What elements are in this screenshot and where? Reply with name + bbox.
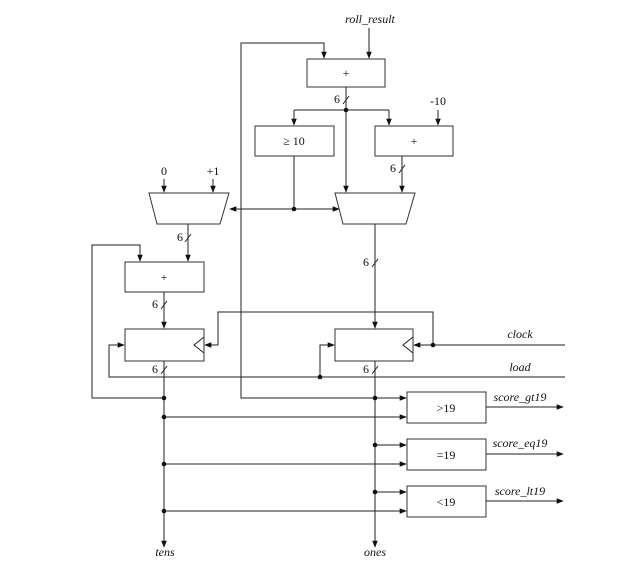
adder-right-label: + <box>411 134 418 148</box>
register-ones <box>334 328 414 362</box>
junction-dot <box>291 206 297 212</box>
ge10-block: ≥ 10 <box>254 125 335 157</box>
junction-dot <box>161 395 167 401</box>
label-clock: clock <box>507 327 533 341</box>
junctions <box>161 107 436 514</box>
comparator-lt: <19 <box>406 485 487 518</box>
label-tens: tens <box>155 545 175 559</box>
wire-load-ones <box>319 342 335 377</box>
adder-left: + <box>124 261 205 293</box>
ge10-label: ≥ 10 <box>283 134 305 148</box>
comparator-gt: >19 <box>406 391 487 424</box>
wire-ones-feedback <box>240 42 375 399</box>
junction-dot <box>343 107 349 113</box>
junction-dot <box>372 489 378 495</box>
junction-dot <box>161 461 167 467</box>
const-plus1: +1 <box>207 164 220 178</box>
bus-width-reg-ones: 6 <box>363 362 369 376</box>
label-score-eq19: score_eq19 <box>493 436 548 450</box>
bus-width-adder-top: 6 <box>334 92 340 106</box>
cmp-gt-label: >19 <box>437 401 456 415</box>
adder-left-label: + <box>161 270 168 284</box>
const-zero: 0 <box>161 164 167 178</box>
bus-slashes <box>160 95 406 375</box>
cmp-eq-label: =19 <box>437 448 456 462</box>
junction-dot <box>317 374 323 380</box>
wire-clock-tens <box>204 311 434 348</box>
junction-dot <box>161 508 167 514</box>
adder-top-label: + <box>343 66 350 80</box>
junction-dot <box>430 342 436 348</box>
register-tens <box>124 328 205 362</box>
label-score-lt19: score_lt19 <box>495 484 545 498</box>
junction-dot <box>372 442 378 448</box>
junction-dot <box>372 395 378 401</box>
label-score-gt19: score_gt19 <box>494 390 547 404</box>
const-minus10: -10 <box>430 94 446 108</box>
mux-right <box>334 192 416 225</box>
bus-width-adder-left: 6 <box>152 297 158 311</box>
bus-width-adder-right: 6 <box>390 161 396 175</box>
adder-top: + <box>306 58 386 88</box>
comparator-eq: =19 <box>406 438 487 471</box>
bus-width-mux-left: 6 <box>177 230 183 244</box>
wire-tens-feedback <box>91 244 164 399</box>
junction-dot <box>161 414 167 420</box>
label-roll-result: roll_result <box>345 12 395 26</box>
mux-left <box>148 192 230 225</box>
bus-width-reg-tens: 6 <box>152 362 158 376</box>
cmp-lt-label: <19 <box>437 495 456 509</box>
label-ones: ones <box>364 545 386 559</box>
label-load: load <box>509 360 531 374</box>
wire-load-tens <box>108 342 565 378</box>
bus-width-mux-right: 6 <box>363 255 369 269</box>
adder-right: + <box>374 125 454 157</box>
wires <box>91 28 565 548</box>
